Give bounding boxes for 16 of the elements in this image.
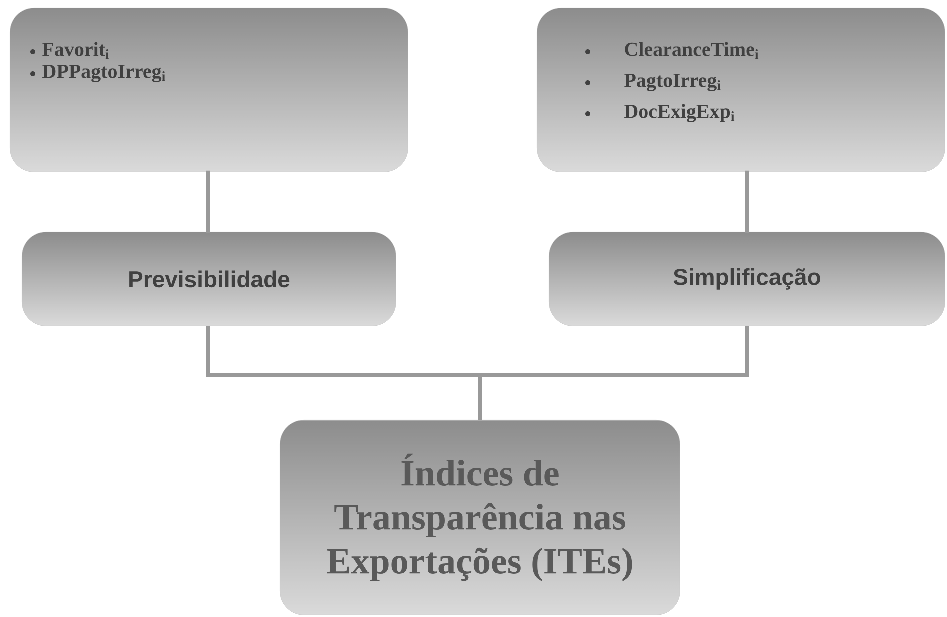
category-box xyxy=(549,232,946,326)
list-item: PagtoIrreg$_{i}$ xyxy=(624,74,721,92)
list-item: Favorit$_{i}$ xyxy=(42,42,110,60)
list-item: DPPagtoIrreg$_{i}$ xyxy=(42,64,166,82)
index-box xyxy=(280,420,680,616)
connector-line xyxy=(478,326,749,420)
box-label: Previsibilidade xyxy=(130,270,290,288)
list-item: DocExigExp$_{i}$ xyxy=(624,104,735,122)
category-box xyxy=(22,232,396,326)
list-item: ClearanceTime$_{i}$ xyxy=(625,42,759,60)
connector-line xyxy=(745,170,749,234)
list-box xyxy=(537,8,946,172)
box-label: Simplificação xyxy=(674,268,820,290)
list-box xyxy=(10,8,408,172)
box-title: Índices de Transparência nas Exportações (ITEs) xyxy=(327,454,632,582)
connector-line xyxy=(206,170,210,234)
